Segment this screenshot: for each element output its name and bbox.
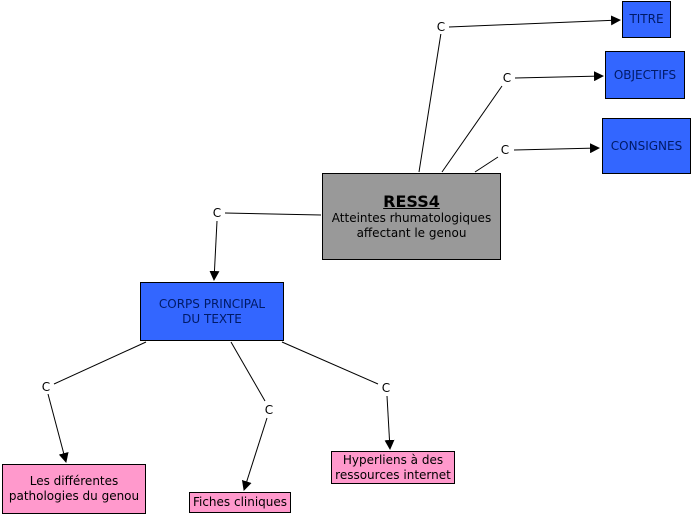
- pathologies-label-1: Les différentes: [29, 474, 119, 488]
- node-titre[interactable]: TITRE: [622, 1, 671, 38]
- link-corps-to-c5: [53, 341, 147, 385]
- node-consignes[interactable]: CONSIGNES: [602, 118, 691, 174]
- main-node-subtitle-2: affectant le genou: [356, 226, 467, 240]
- node-objectifs-label: OBJECTIFS: [613, 67, 677, 82]
- node-titre-label: TITRE: [629, 12, 664, 26]
- corps-label-2: DU TEXTE: [182, 311, 242, 326]
- link-label-c6[interactable]: C: [263, 403, 275, 417]
- arrow-c1-to-titre: [448, 15, 621, 28]
- hyperliens-label-1: Hyperliens à des: [342, 452, 444, 467]
- link-corps-to-c7: [281, 341, 379, 385]
- link-label-c5[interactable]: C: [40, 380, 52, 394]
- main-node-subtitle-1: Atteintes rhumatologiques: [331, 211, 492, 225]
- main-node-title: RESS4: [383, 192, 440, 211]
- arrow-c7-to-hyperliens: [384, 395, 395, 450]
- node-hyperliens[interactable]: Hyperliens à des ressources internet: [331, 451, 455, 484]
- link-main-to-c4: [224, 212, 322, 216]
- link-corps-to-c6: [230, 341, 266, 402]
- link-label-c2[interactable]: C: [501, 71, 513, 85]
- arrow-c2-to-objectifs: [514, 71, 604, 82]
- link-label-c7[interactable]: C: [380, 381, 392, 395]
- node-pathologies[interactable]: Les différentes pathologies du genou: [2, 464, 146, 514]
- link-main-to-c1: [418, 32, 442, 173]
- node-corps-principal[interactable]: CORPS PRINCIPAL DU TEXTE: [140, 282, 284, 341]
- arrow-c3-to-consignes: [513, 143, 600, 154]
- node-objectifs[interactable]: OBJECTIFS: [605, 51, 685, 99]
- arrow-c5-to-pathologies: [47, 393, 69, 463]
- arrow-c4-to-corps: [209, 220, 220, 281]
- link-main-to-c3: [474, 156, 499, 173]
- hyperliens-label-2: ressources internet: [335, 467, 451, 482]
- corps-label-1: CORPS PRINCIPAL: [158, 296, 266, 311]
- link-label-c1[interactable]: C: [435, 20, 447, 34]
- pathologies-label-2: pathologies du genou: [8, 489, 140, 503]
- link-label-c3[interactable]: C: [499, 143, 511, 157]
- link-main-to-c2: [441, 85, 503, 173]
- node-fiches-cliniques[interactable]: Fiches cliniques: [189, 492, 291, 513]
- node-main-ress4[interactable]: RESS4 Atteintes rhumatologiques affectan…: [322, 173, 501, 260]
- arrow-c6-to-fiches: [241, 417, 268, 491]
- fiches-label: Fiches cliniques: [192, 495, 288, 509]
- node-consignes-label: CONSIGNES: [610, 138, 683, 153]
- link-label-c4[interactable]: C: [211, 206, 223, 220]
